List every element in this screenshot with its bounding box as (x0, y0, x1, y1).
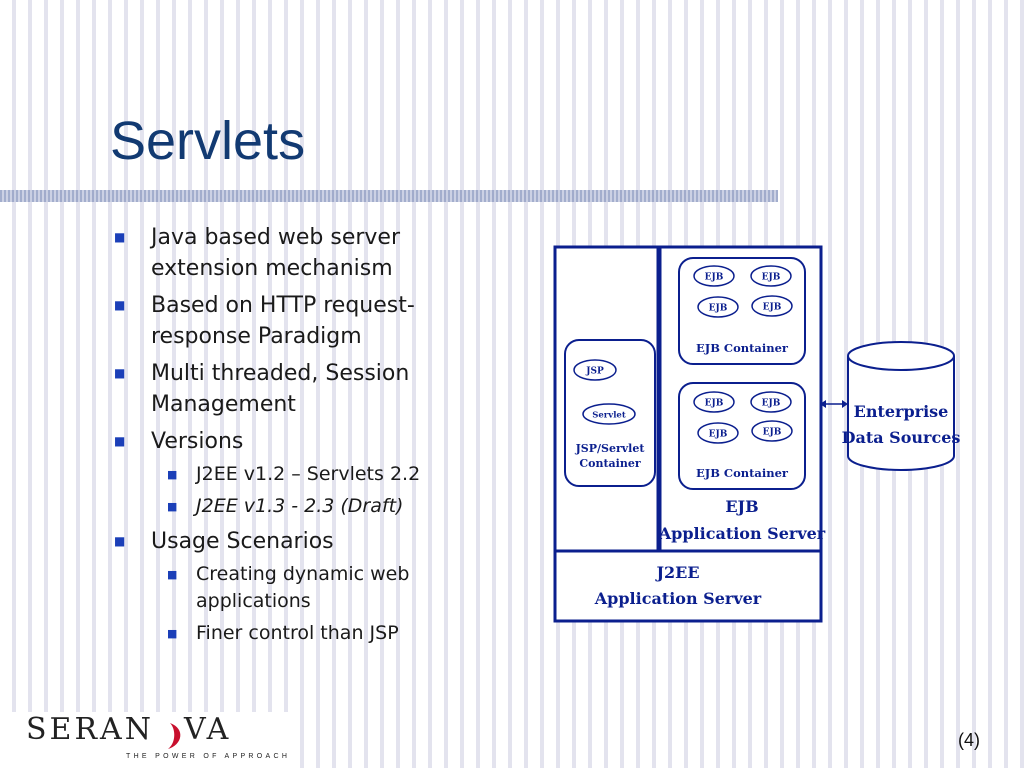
sub-bullet-text: Finer control than JSP (196, 622, 399, 644)
bullet-square-icon: ■ (114, 298, 126, 312)
ejb-container: EJB EJB EJB EJB EJB Container (678, 257, 806, 365)
bullet-text: Versions (151, 429, 244, 454)
ejb-bean-label: EJB (762, 399, 781, 409)
bullet-square-icon: ■ (167, 568, 178, 581)
page-number: (4) (958, 730, 980, 750)
ejb-bean-label: EJB (709, 430, 728, 440)
logo-wordmark: SERAN VA (26, 712, 231, 747)
ejb-server-label-line2: Application Server (658, 524, 826, 543)
j2ee-server-label-line2: Application Server (594, 589, 762, 608)
bullet-text: Java based web server extension mechanis… (151, 225, 400, 281)
sub-bullet-item: ■ J2EE v1.2 – Servlets 2.2 (110, 461, 480, 488)
jsp-component: JSP (573, 359, 617, 381)
sub-bullet-text: Creating dynamic web applications (196, 563, 410, 612)
data-source-label-line1: Enterprise (854, 402, 949, 421)
sub-bullet-item: ■ Finer control than JSP (110, 620, 480, 647)
architecture-diagram: EJB EJB EJB EJB EJB Container EJB EJB EJ… (553, 245, 961, 623)
ejb-server-label-line1: EJB (725, 497, 758, 516)
jsp-container-label-line1: JSP/Servlet (575, 442, 646, 455)
sub-bullet-item: ■ Creating dynamic web applications (110, 561, 480, 615)
ejb-bean: EJB (750, 391, 792, 413)
ejb-bean-label: EJB (763, 428, 782, 438)
sub-bullet-text: J2EE v1.2 – Servlets 2.2 (196, 463, 421, 485)
bullet-square-icon: ■ (114, 534, 126, 548)
servlet-label: Servlet (592, 411, 626, 421)
logo-tagline: THE POWER OF APPROACH (126, 753, 291, 760)
ejb-bean: EJB (693, 391, 735, 413)
logo-swoosh-icon (168, 723, 181, 749)
seranova-logo: SERAN VA THE POWER OF APPROACH (8, 712, 292, 768)
bullet-list: ■ Java based web server extension mechan… (110, 222, 480, 653)
bullet-item: ■ Multi threaded, Session Management (110, 358, 480, 420)
logo-wordmark-left: SERAN (26, 712, 154, 747)
bullet-square-icon: ■ (167, 468, 178, 481)
ejb-bean: EJB (750, 265, 792, 287)
slide-title: Servlets (110, 111, 306, 171)
bidirectional-arrow-icon (820, 400, 848, 408)
bullet-item: ■ Usage Scenarios ■ Creating dynamic web… (110, 526, 480, 647)
bullet-square-icon: ■ (167, 627, 178, 640)
ejb-bean-label: EJB (762, 273, 781, 283)
j2ee-server-label-line1: J2EE (654, 563, 699, 582)
ejb-bean: EJB (693, 265, 735, 287)
bullet-item: ■ Based on HTTP request-response Paradig… (110, 290, 480, 352)
bullet-square-icon: ■ (114, 230, 126, 244)
ejb-bean-label: EJB (763, 303, 782, 313)
sub-bullet-item: ■ J2EE v1.3 - 2.3 (Draft) (110, 493, 480, 520)
ejb-bean: EJB (697, 422, 739, 444)
jsp-servlet-container: JSP Servlet JSP/Servlet Container (564, 339, 656, 487)
ejb-bean-label: EJB (705, 399, 724, 409)
bullet-square-icon: ■ (167, 500, 178, 513)
ejb-bean-label: EJB (709, 304, 728, 314)
bullet-text: Based on HTTP request-response Paradigm (151, 293, 415, 349)
ejb-container-label: EJB Container (696, 466, 789, 480)
data-source-label-line2: Data Sources (842, 428, 961, 447)
bullet-item: ■ Versions ■ J2EE v1.2 – Servlets 2.2 ■ … (110, 426, 480, 520)
bullet-square-icon: ■ (114, 434, 126, 448)
ejb-container-label: EJB Container (696, 341, 789, 355)
ejb-bean-label: EJB (705, 273, 724, 283)
logo-wordmark-right: VA (183, 712, 232, 747)
sub-bullet-list: ■ J2EE v1.2 – Servlets 2.2 ■ J2EE v1.3 -… (151, 461, 480, 520)
servlet-component: Servlet (582, 403, 636, 425)
ejb-container: EJB EJB EJB EJB EJB Container (678, 382, 806, 490)
ejb-bean: EJB (697, 296, 739, 318)
bullet-text: Multi threaded, Session Management (151, 361, 410, 417)
ejb-bean: EJB (751, 420, 793, 442)
bullet-square-icon: ■ (114, 366, 126, 380)
database-cylinder-icon (847, 341, 955, 471)
title-rule (0, 190, 778, 202)
sub-bullet-list: ■ Creating dynamic web applications ■ Fi… (151, 561, 480, 647)
bullet-item: ■ Java based web server extension mechan… (110, 222, 480, 284)
ejb-bean: EJB (751, 295, 793, 317)
sub-bullet-text: J2EE v1.3 - 2.3 (Draft) (196, 495, 404, 517)
jsp-container-label-line2: Container (579, 457, 640, 470)
jsp-label: JSP (585, 367, 604, 377)
bullet-text: Usage Scenarios (151, 529, 334, 554)
